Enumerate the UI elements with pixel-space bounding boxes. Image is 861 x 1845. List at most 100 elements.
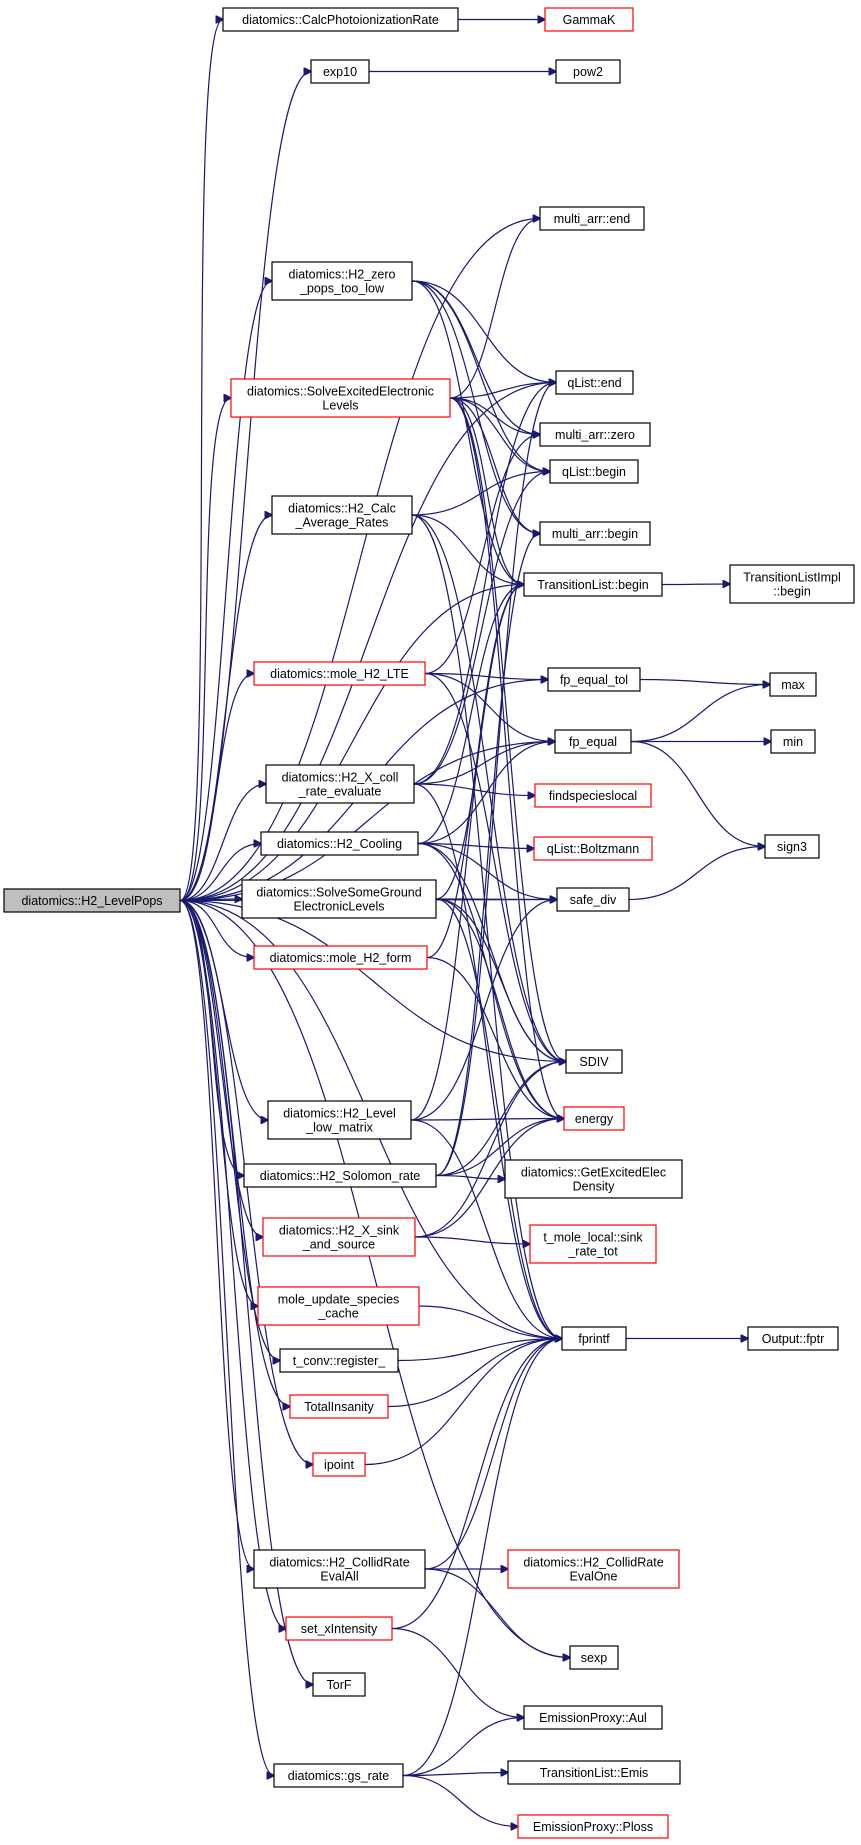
node-setxint[interactable]: set_xIntensity bbox=[285, 1616, 393, 1641]
node-gsrate[interactable]: diatomics::gs_rate bbox=[273, 1763, 404, 1788]
node-calcavg[interactable]: diatomics::H2_Calc_Average_Rates bbox=[271, 495, 413, 535]
node-pow2[interactable]: pow2 bbox=[555, 59, 621, 84]
edge-gsrate-to-fprintf bbox=[402, 1339, 562, 1777]
node-box-calcphoto bbox=[222, 7, 459, 32]
node-label-solvesome-0: diatomics::SolveSomeGround bbox=[256, 886, 421, 900]
node-torf[interactable]: TorF bbox=[312, 1672, 366, 1697]
node-aul[interactable]: EmissionProxy::Aul bbox=[523, 1705, 663, 1730]
node-root[interactable]: diatomics::H2_LevelPops bbox=[3, 888, 181, 913]
node-box-safediv bbox=[556, 887, 630, 912]
node-label-qlistbegin-0: qList::begin bbox=[562, 465, 626, 479]
node-moleform[interactable]: diatomics::mole_H2_form bbox=[253, 945, 428, 970]
node-label-translistbegin-0: TransitionList::begin bbox=[537, 578, 648, 592]
node-label-ipoint-0: ipoint bbox=[324, 1458, 354, 1472]
node-box-torf bbox=[312, 1672, 366, 1697]
edge-molelte-to-fpequaltol bbox=[424, 672, 548, 680]
node-label-gsrate-0: diatomics::gs_rate bbox=[288, 1769, 389, 1783]
node-translistbegin[interactable]: TransitionList::begin bbox=[523, 572, 663, 597]
node-box-root bbox=[3, 888, 181, 913]
node-qlistbegin[interactable]: qList::begin bbox=[549, 459, 639, 484]
node-fprintf[interactable]: fprintf bbox=[561, 1326, 627, 1351]
node-label-fprintf-0: fprintf bbox=[578, 1332, 610, 1346]
node-safediv[interactable]: safe_div bbox=[556, 887, 630, 912]
edge-solvesome-to-safediv bbox=[435, 899, 557, 900]
edge-moleform-to-energy bbox=[426, 956, 564, 1119]
node-fpequal[interactable]: fp_equal bbox=[554, 729, 632, 754]
node-label-collidone-1: EvalOne bbox=[570, 1570, 618, 1584]
edge-zeropops-to-qlistend bbox=[411, 280, 556, 383]
node-box-pow2 bbox=[555, 59, 621, 84]
edge-root-to-moleupdate bbox=[179, 899, 258, 1307]
node-box-moleform bbox=[253, 945, 428, 970]
node-qlistend[interactable]: qList::end bbox=[555, 370, 634, 395]
node-box-cooling bbox=[260, 831, 419, 856]
node-tconv[interactable]: t_conv::register_ bbox=[279, 1348, 399, 1373]
node-xsink[interactable]: diatomics::H2_X_sink_and_source bbox=[262, 1217, 416, 1257]
node-min[interactable]: min bbox=[770, 729, 816, 754]
node-label-collidall-0: diatomics::H2_CollidRate bbox=[269, 1556, 409, 1570]
edge-calcavg-to-qlistbegin bbox=[411, 472, 550, 516]
node-label-fpequaltol-0: fp_equal_tol bbox=[560, 673, 628, 687]
node-max[interactable]: max bbox=[769, 672, 817, 697]
node-box-xsink bbox=[262, 1217, 416, 1257]
node-levellow[interactable]: diatomics::H2_Level_low_matrix bbox=[267, 1100, 412, 1140]
node-fptr[interactable]: Output::fptr bbox=[747, 1326, 839, 1351]
node-label-cooling-0: diatomics::H2_Cooling bbox=[277, 837, 402, 851]
node-zeropops[interactable]: diatomics::H2_zero_pops_too_low bbox=[271, 261, 413, 301]
node-fpequaltol[interactable]: fp_equal_tol bbox=[547, 667, 641, 692]
node-box-aul bbox=[523, 1705, 663, 1730]
node-translistimpl[interactable]: TransitionListImpl::begin bbox=[729, 564, 855, 604]
node-calcphoto[interactable]: diatomics::CalcPhotoionizationRate bbox=[222, 7, 459, 32]
node-totalins[interactable]: TotalInsanity bbox=[289, 1394, 389, 1419]
node-gammak[interactable]: GammaK bbox=[544, 7, 634, 32]
node-sexp[interactable]: sexp bbox=[569, 1645, 619, 1670]
node-multiend[interactable]: multi_arr::end bbox=[539, 206, 645, 231]
node-energy[interactable]: energy bbox=[563, 1106, 625, 1131]
edge-cooling-to-boltzmann bbox=[417, 842, 534, 849]
node-emis[interactable]: TransitionList::Emis bbox=[507, 1760, 681, 1785]
node-findspecies[interactable]: findspecieslocal bbox=[534, 783, 652, 808]
node-ploss[interactable]: EmissionProxy::Ploss bbox=[517, 1814, 669, 1839]
node-moleupdate[interactable]: mole_update_species_cache bbox=[257, 1286, 420, 1326]
node-xcoll[interactable]: diatomics::H2_X_coll_rate_evaluate bbox=[265, 764, 415, 804]
node-box-gammak bbox=[544, 7, 634, 32]
node-box-setxint bbox=[285, 1616, 393, 1641]
edge-solveexc-to-multiend bbox=[449, 219, 540, 399]
node-label-solveexc-0: diatomics::SolveExcitedElectronic bbox=[247, 385, 434, 399]
node-molelte[interactable]: diatomics::mole_H2_LTE bbox=[253, 661, 426, 686]
node-sdiv[interactable]: SDIV bbox=[565, 1049, 623, 1074]
node-box-multibegin bbox=[539, 521, 651, 546]
node-label-xcoll-1: _rate_evaluate bbox=[298, 785, 382, 799]
edge-root-to-collidall bbox=[179, 899, 254, 1570]
node-ipoint[interactable]: ipoint bbox=[312, 1452, 366, 1477]
edge-levellow-to-safediv bbox=[410, 900, 557, 1121]
node-box-calcavg bbox=[271, 495, 413, 535]
node-boltzmann[interactable]: qList::Boltzmann bbox=[533, 836, 653, 861]
node-multizero[interactable]: multi_arr::zero bbox=[539, 422, 651, 447]
nodes-layer: diatomics::H2_LevelPops diatomics::CalcPh… bbox=[3, 7, 855, 1839]
edge-molelte-to-sdiv bbox=[424, 672, 566, 1062]
node-multibegin[interactable]: multi_arr::begin bbox=[539, 521, 651, 546]
node-label-calcavg-0: diatomics::H2_Calc bbox=[288, 502, 396, 516]
node-tmole[interactable]: t_mole_local::sink_rate_tot bbox=[529, 1224, 657, 1264]
node-box-solomon bbox=[243, 1163, 437, 1188]
node-label-findspecies-0: findspecieslocal bbox=[549, 789, 637, 803]
node-solvesome[interactable]: diatomics::SolveSomeGroundElectronicLeve… bbox=[241, 879, 437, 919]
edge-setxint-to-aul bbox=[391, 1627, 524, 1718]
node-cooling[interactable]: diatomics::H2_Cooling bbox=[260, 831, 419, 856]
node-box-fpequaltol bbox=[547, 667, 641, 692]
edge-gsrate-to-emis bbox=[402, 1773, 508, 1776]
node-solomon[interactable]: diatomics::H2_Solomon_rate bbox=[243, 1163, 437, 1188]
node-sign3[interactable]: sign3 bbox=[764, 834, 820, 859]
edge-xsink-to-tmole bbox=[414, 1236, 530, 1244]
node-exp10[interactable]: exp10 bbox=[310, 59, 370, 84]
node-label-translistimpl-1: ::begin bbox=[773, 585, 811, 599]
node-box-emis bbox=[507, 1760, 681, 1785]
node-label-getexc-1: Density bbox=[573, 1180, 615, 1194]
edge-root-to-totalins bbox=[179, 899, 290, 1407]
node-label-ploss-0: EmissionProxy::Ploss bbox=[533, 1820, 653, 1834]
